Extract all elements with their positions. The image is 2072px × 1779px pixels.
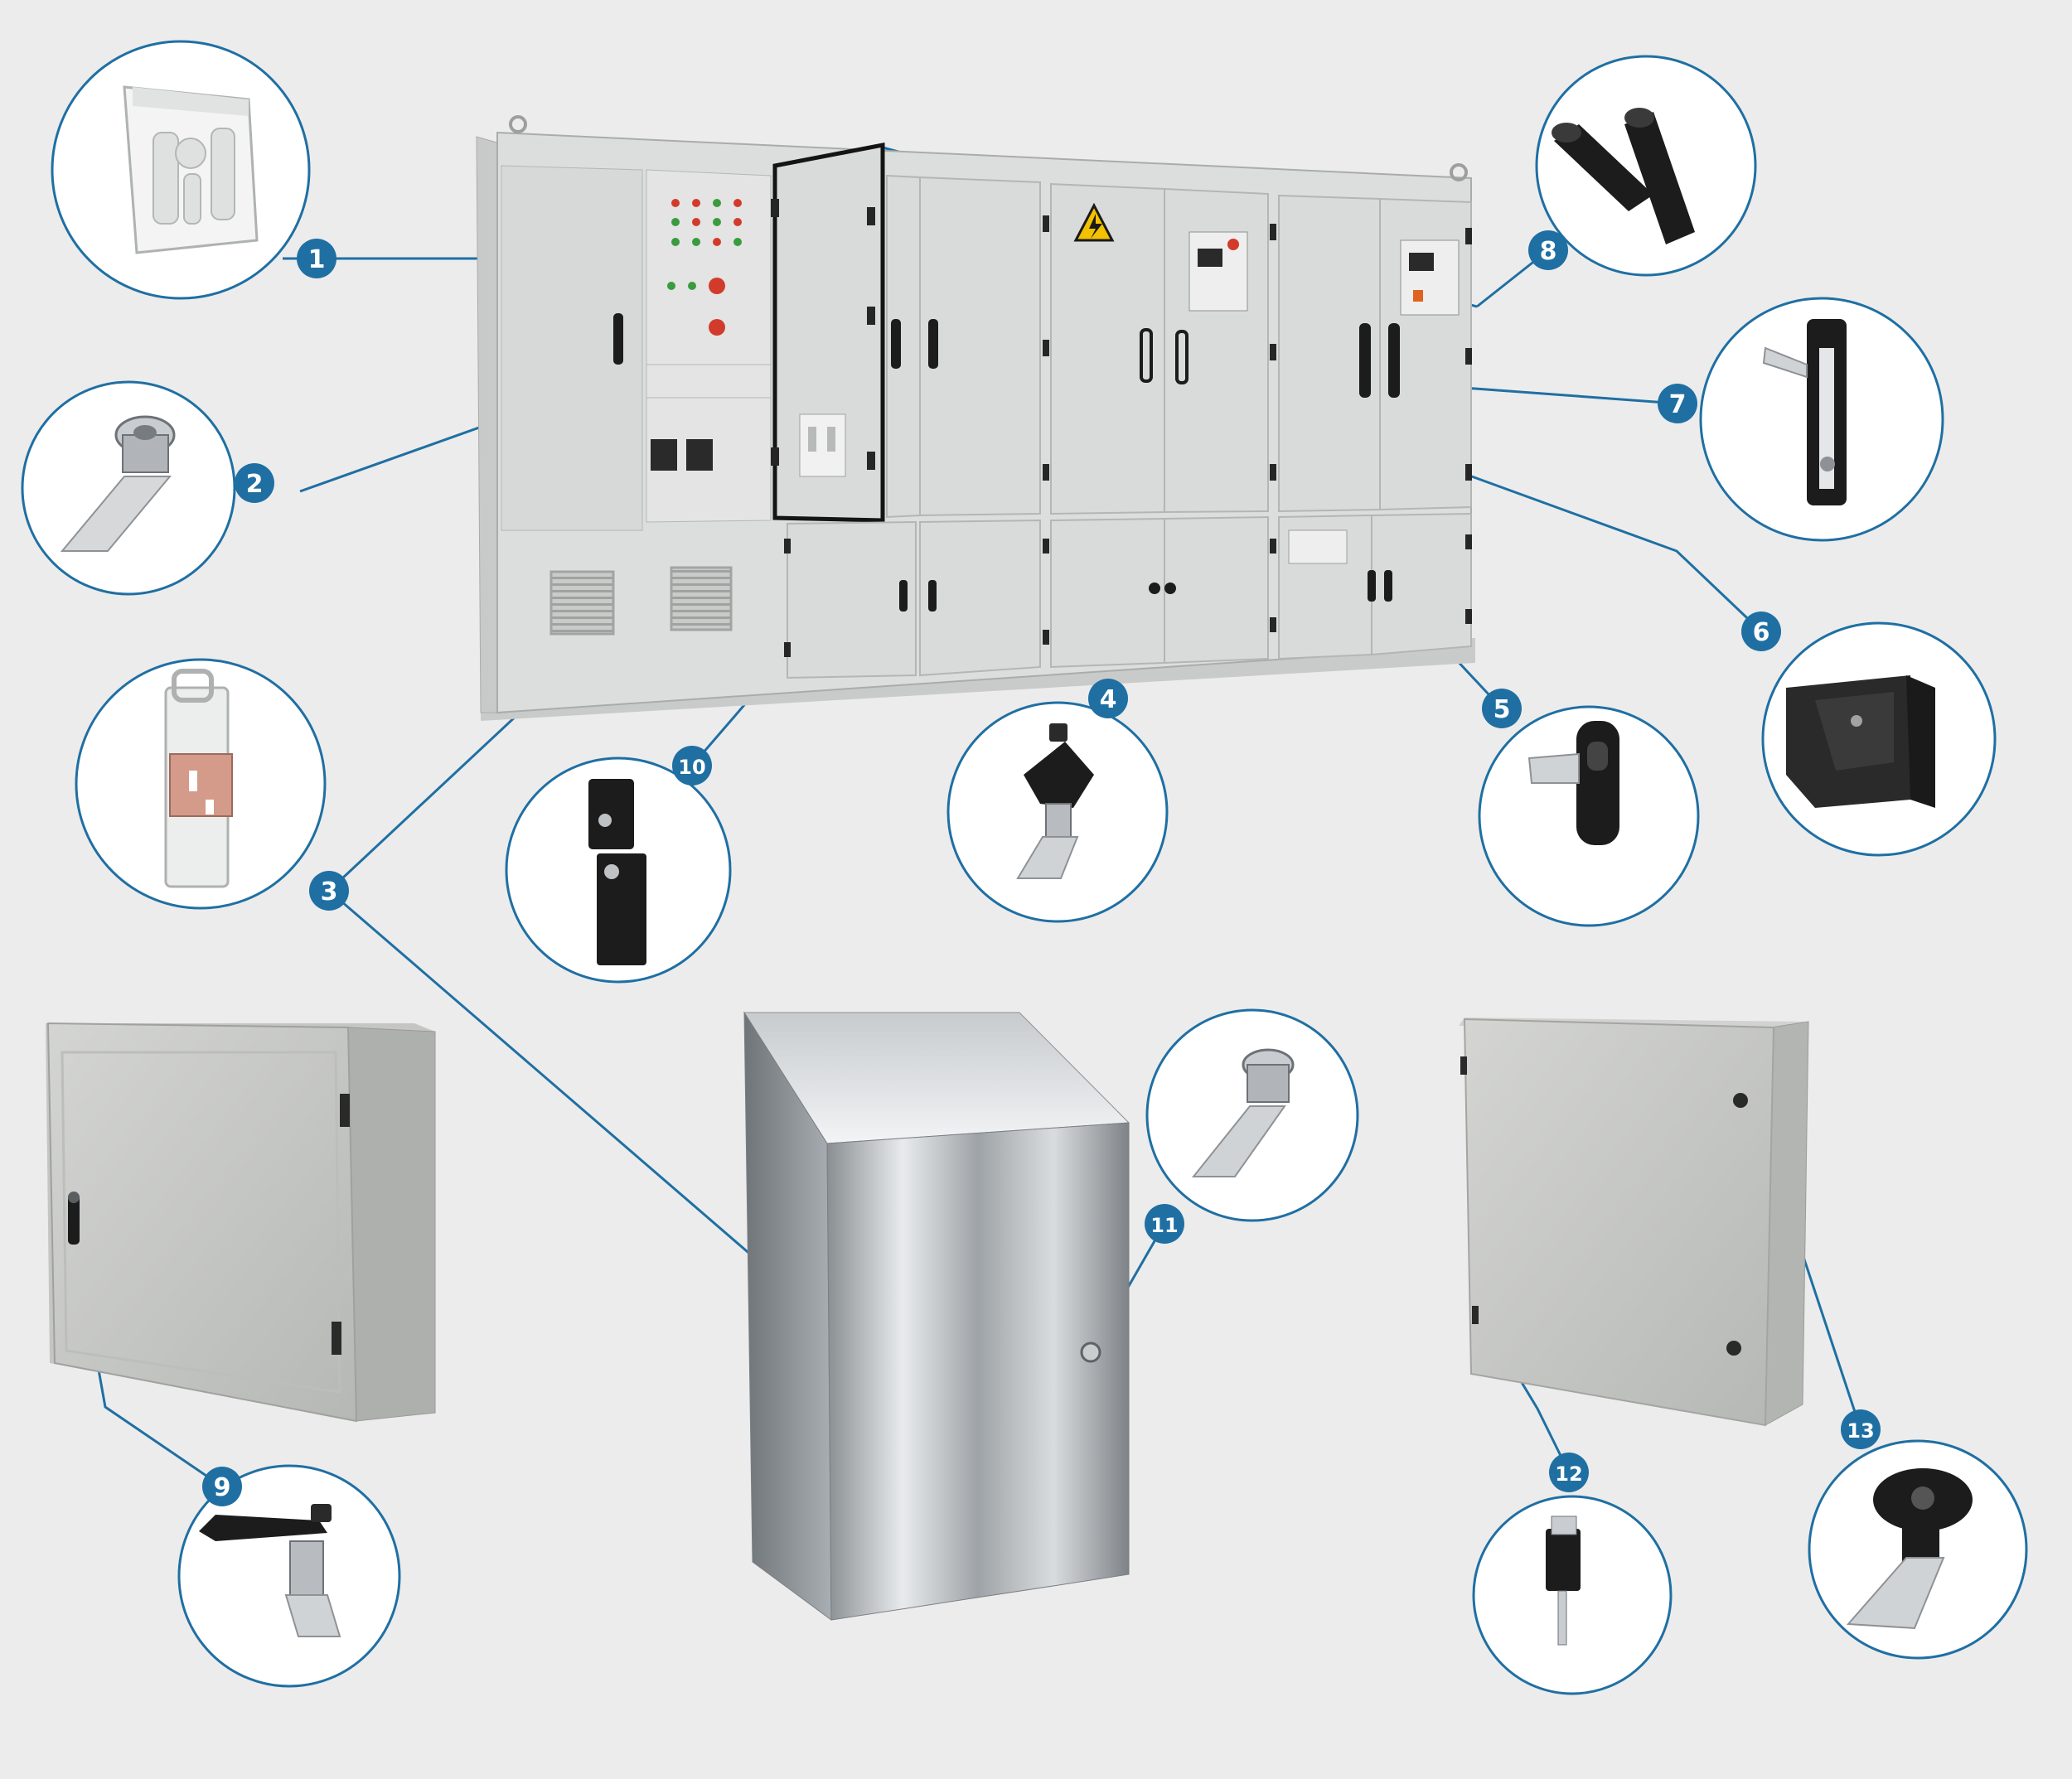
panel-meter-1 [651,439,677,471]
svg-text:10: 10 [678,756,705,779]
door-left-upper [501,165,643,531]
svg-text:3: 3 [321,877,338,906]
nameplate [1288,529,1348,564]
corner-guard-icon [1786,675,1935,808]
connector-3b [328,889,826,1321]
callout-badge-6: 6 [1741,612,1781,651]
callout-badge-10: 10 [672,746,712,786]
instrument-panel [646,169,772,523]
stainless-lock [1080,1342,1101,1363]
grey-enclosure-right [1459,1018,1809,1427]
grey-enclosure-left-side [347,1027,436,1422]
callout-badge-11: 11 [1145,1204,1184,1244]
callout-badge-3: 3 [309,871,349,911]
svg-text:7: 7 [1669,390,1687,419]
svg-text:12: 12 [1555,1462,1582,1486]
swing-handle-icon [1762,319,1847,505]
callout-badge-8: 8 [1528,230,1568,270]
callout-badge-4: 4 [1088,679,1128,718]
small-hinge-icon [1546,1516,1581,1646]
stainless-enclosure [743,1011,1130,1621]
grey-enclosure-left-handle [68,1193,80,1245]
cabinet-handles [891,319,1400,612]
stainless-front [826,1122,1130,1621]
detail-circle-12 [1472,1495,1673,1695]
panel-indicator-lights [667,199,742,336]
cam-lock-knob-icon [60,415,176,552]
grey-enclosure-right-door [1463,1018,1775,1427]
document-holder-icon [123,85,259,254]
stainless-cam-lock-icon [1191,1048,1295,1177]
door-document-holder [799,413,846,477]
switchgear-cabinet [476,115,1475,721]
svg-text:6: 6 [1753,618,1770,647]
hinge-icon [164,669,233,888]
svg-text:1: 1 [308,245,326,274]
lever-key-lock-icon [199,1504,341,1637]
vent-grille-2 [670,566,733,631]
callout-badge-13: 13 [1841,1409,1881,1449]
connector-6 [1469,474,1763,633]
edge-trim-seal-icon [1552,108,1695,244]
svg-text:8: 8 [1540,237,1557,266]
svg-text:11: 11 [1150,1214,1178,1237]
panel-meter-2 [686,439,713,471]
black-hinge-icon [588,779,646,965]
cabinet-hinges [771,199,1472,657]
svg-text:5: 5 [1493,695,1511,724]
svg-text:9: 9 [214,1473,231,1502]
grey-enclosure-left [46,1022,436,1423]
upper-doors [886,174,1472,519]
key-cam-lock-icon [1016,723,1094,879]
callout-badge-7: 7 [1658,384,1697,423]
door-left-handle [613,313,623,365]
callout-badge-5: 5 [1482,689,1522,728]
lever-latch-icon [1527,721,1619,845]
svg-text:13: 13 [1847,1419,1874,1443]
number-badges: 1 2 3 4 5 6 7 8 9 10 11 12 13 [202,230,1881,1506]
grey-enclosure-right-lock-2 [1726,1341,1741,1356]
svg-text:4: 4 [1100,685,1117,714]
lower-doors [787,512,1472,679]
grey-enclosure-right-lock-1 [1733,1093,1748,1108]
vent-grille-1 [549,570,615,636]
callout-badge-1: 1 [297,239,336,278]
svg-text:2: 2 [246,470,264,499]
meter-display-2 [1400,239,1460,316]
callout-badge-2: 2 [235,463,274,503]
callout-badge-12: 12 [1549,1453,1589,1492]
quarter-turn-lock-icon [1846,1468,1973,1630]
grey-enclosure-left-door [46,1022,358,1423]
callout-badge-9: 9 [202,1467,242,1506]
